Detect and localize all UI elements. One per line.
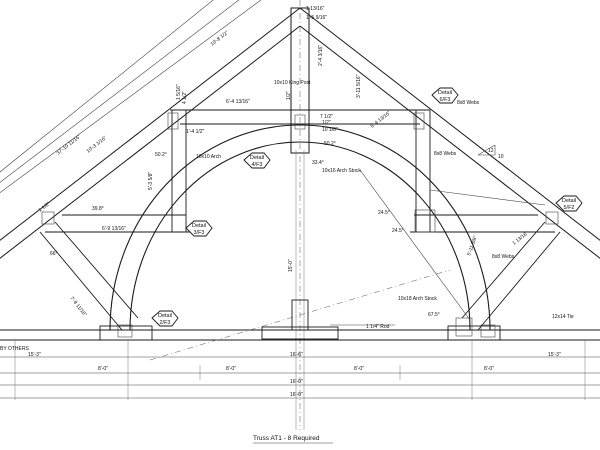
member-labels: 10x10 King Post 10x10 Arch 10x16 Arch St…: [0, 80, 574, 352]
svg-text:15'-3": 15'-3": [548, 352, 561, 358]
svg-text:2'-4 3/16": 2'-4 3/16": [318, 45, 324, 66]
arch: [109, 124, 491, 331]
svg-text:66°: 66°: [50, 251, 58, 257]
detail-callout-5f2: Detail 5/F2: [555, 195, 583, 212]
drawing-title: Truss AT1 - 8 Required: [253, 435, 333, 444]
tie-beam: [0, 269, 600, 400]
svg-text:50.2°: 50.2°: [155, 152, 167, 158]
king-post-label: 10x10 King Post: [274, 80, 311, 86]
svg-text:10: 10: [498, 154, 504, 160]
webs-label-lower: 8x8 Webs: [492, 254, 515, 260]
rod-label: 1 1/4" Rod: [366, 324, 390, 330]
svg-text:24.5°: 24.5°: [378, 210, 390, 216]
svg-text:5'-11 3/8": 5'-11 3/8": [466, 235, 479, 257]
svg-text:5'-3 5/8": 5'-3 5/8": [148, 171, 154, 190]
svg-text:1'-5 9/16": 1'-5 9/16": [306, 15, 327, 21]
svg-text:Detail: Detail: [158, 313, 172, 319]
detail-callout-6f3: Detail 6/F3: [431, 87, 459, 104]
detail-callout-3f3: Detail 3/F3: [185, 220, 213, 237]
svg-text:7 1/2": 7 1/2": [320, 114, 333, 120]
svg-text:1 5/16": 1 5/16": [176, 84, 182, 100]
svg-text:3'-11 5/16": 3'-11 5/16": [356, 74, 362, 98]
tie-label: 12x14 Tie: [552, 314, 574, 320]
svg-text:1 13/16": 1 13/16": [306, 6, 325, 12]
svg-text:24.5°: 24.5°: [392, 228, 404, 234]
svg-text:6'-9 13/16": 6'-9 13/16": [102, 226, 126, 232]
svg-text:6'-4 13/16": 6'-4 13/16": [370, 110, 393, 130]
svg-text:Detail: Detail: [250, 155, 264, 161]
svg-text:16'-0": 16'-0": [290, 392, 303, 398]
svg-text:10'-8 1/2": 10'-8 1/2": [210, 30, 230, 48]
svg-text:5/F2: 5/F2: [563, 205, 574, 211]
detail-callout-2f3: Detail 2/F3: [151, 310, 179, 327]
svg-text:15'-0": 15'-0": [288, 259, 294, 272]
pitch-symbol: 12 10: [477, 144, 504, 160]
svg-text:1 1/2": 1 1/2": [38, 201, 52, 214]
arch-stock-label: 10x16 Arch Stock: [322, 168, 361, 174]
svg-text:16'-0": 16'-0": [290, 379, 303, 385]
svg-text:2/F3: 2/F3: [159, 320, 170, 326]
svg-text:16'-6": 16'-6": [290, 352, 303, 358]
svg-text:3/F3: 3/F3: [193, 230, 204, 236]
svg-text:12: 12: [488, 148, 494, 154]
arch-label: 10x10 Arch: [196, 154, 221, 160]
title-text: Truss AT1 - 8 Required: [253, 435, 320, 442]
svg-text:15'-3": 15'-3": [28, 352, 41, 358]
svg-text:8'-0": 8'-0": [226, 366, 236, 372]
svg-text:1 13/16": 1 13/16": [512, 230, 530, 246]
svg-text:6'-4 13/16": 6'-4 13/16": [226, 99, 250, 105]
detail-callout-4f3: Detail 4/F3: [243, 152, 271, 169]
rafters: [0, 0, 600, 259]
arch-stock-lower-label: 10x18 Arch Stock: [398, 296, 437, 302]
svg-text:1/2": 1/2": [322, 120, 331, 126]
svg-text:1'-4 1/2": 1'-4 1/2": [186, 129, 205, 135]
svg-text:8'-0": 8'-0": [484, 366, 494, 372]
svg-text:67.5°: 67.5°: [428, 312, 440, 318]
svg-text:4 1/2": 4 1/2": [182, 91, 188, 104]
svg-text:Detail: Detail: [192, 223, 206, 229]
king-post: [261, 0, 339, 430]
svg-text:10 1/8": 10 1/8": [322, 127, 338, 133]
svg-text:4/F3: 4/F3: [251, 162, 262, 168]
svg-text:Detail: Detail: [438, 90, 452, 96]
svg-text:8'-0": 8'-0": [354, 366, 364, 372]
webs-label-top: 8x8 Webs: [457, 100, 480, 106]
svg-text:6/F3: 6/F3: [439, 97, 450, 103]
svg-text:8'-0": 8'-0": [98, 366, 108, 372]
svg-text:33.4°: 33.4°: [312, 160, 324, 166]
webs-label-right: 8x8 Webs: [434, 151, 457, 157]
svg-text:7'-8 11/16": 7'-8 11/16": [68, 296, 87, 318]
svg-text:10'-3 1/16": 10'-3 1/16": [86, 135, 109, 155]
svg-text:Detail: Detail: [562, 198, 576, 204]
svg-text:1/2": 1/2": [286, 91, 292, 100]
connector-plates: [41, 112, 559, 338]
by-others-label: BY OTHERS: [0, 346, 29, 352]
svg-text:50.2°: 50.2°: [324, 141, 336, 147]
collar-beam: [170, 109, 431, 232]
svg-text:39.8°: 39.8°: [92, 206, 104, 212]
